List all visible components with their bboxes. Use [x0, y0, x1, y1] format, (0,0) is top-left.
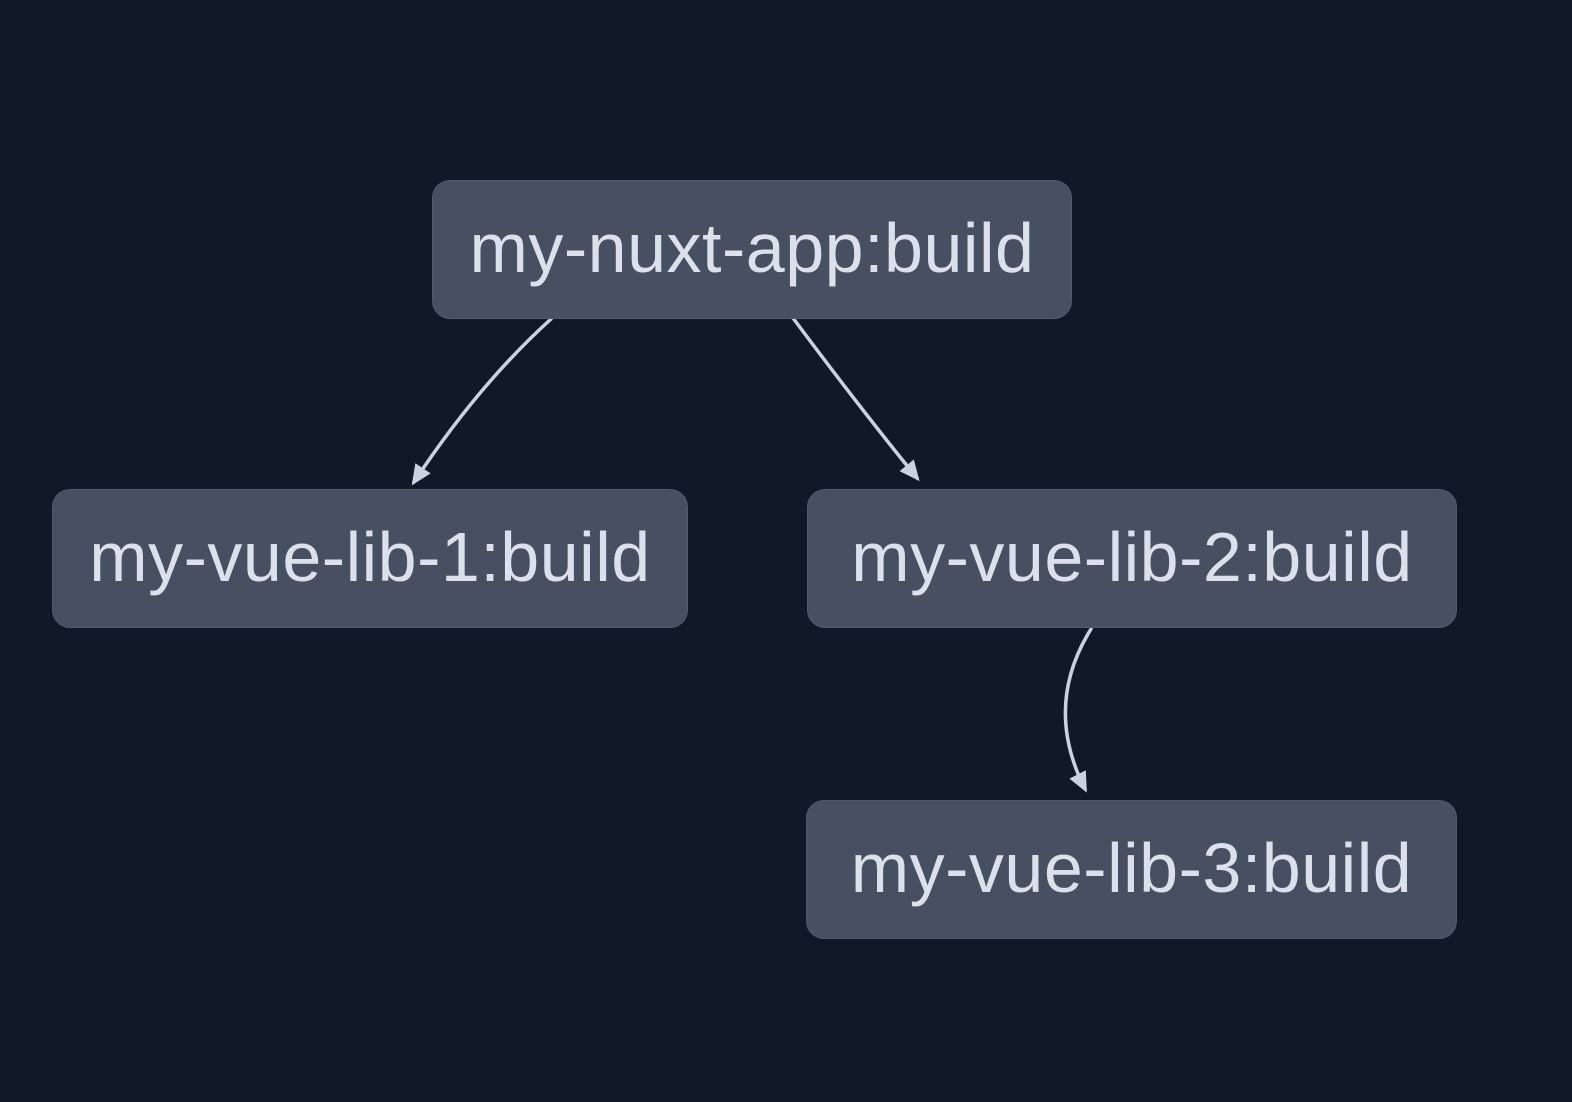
task-node-my-vue-lib-3-build[interactable]: my-vue-lib-3:build [806, 800, 1457, 939]
edge-my-vue-lib-2-to-my-vue-lib-3 [1063, 627, 1093, 793]
task-node-label: my-nuxt-app:build [469, 208, 1035, 287]
task-node-label: my-vue-lib-1:build [89, 517, 651, 596]
task-node-my-vue-lib-1-build[interactable]: my-vue-lib-1:build [52, 489, 688, 628]
edge-my-nuxt-app-to-my-vue-lib-2 [791, 316, 920, 482]
task-node-label: my-vue-lib-2:build [851, 517, 1413, 596]
task-node-label: my-vue-lib-3:build [850, 828, 1413, 907]
edge-my-nuxt-app-to-my-vue-lib-1 [411, 317, 553, 486]
task-node-my-nuxt-app-build[interactable]: my-nuxt-app:build [432, 180, 1072, 319]
task-node-my-vue-lib-2-build[interactable]: my-vue-lib-2:build [807, 489, 1457, 628]
